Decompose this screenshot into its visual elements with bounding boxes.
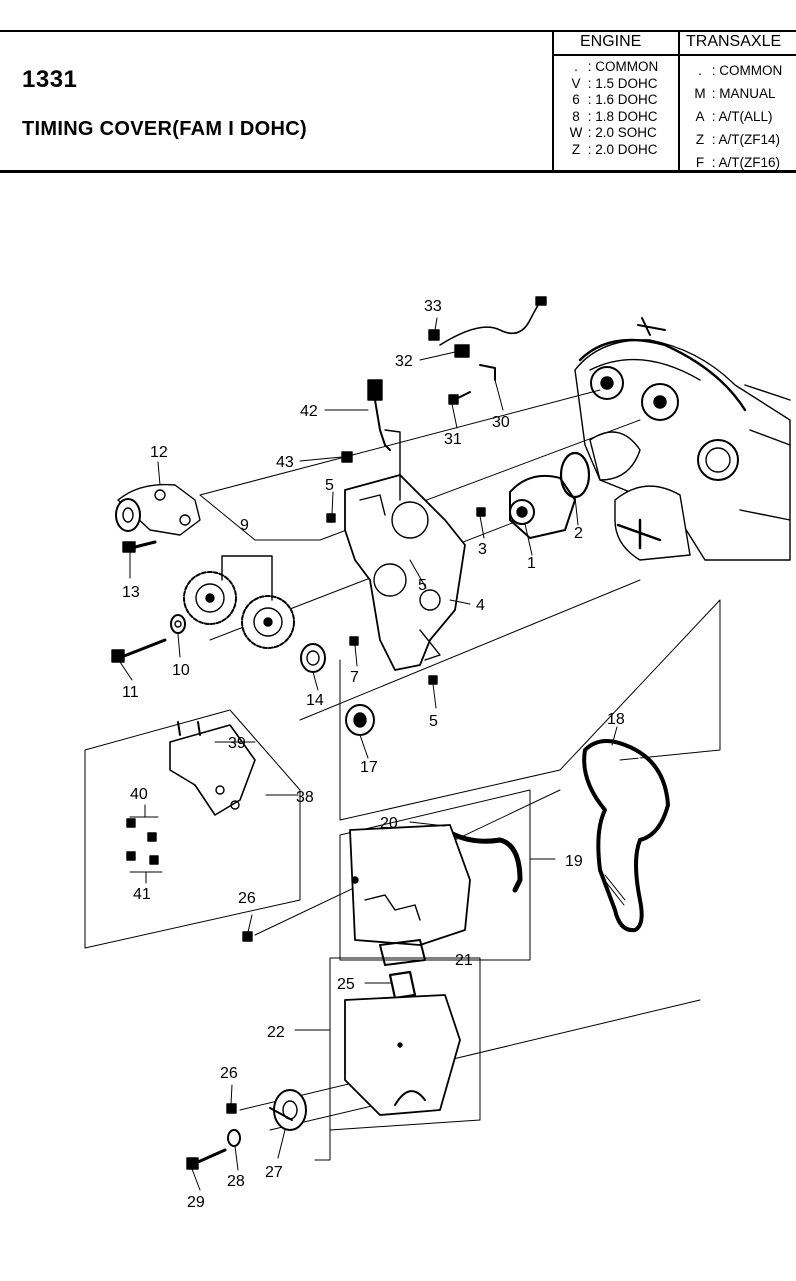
callout-29: 29 bbox=[187, 1194, 205, 1211]
callout-9: 9 bbox=[240, 517, 249, 534]
callout-40: 40 bbox=[130, 786, 148, 803]
callout-32: 32 bbox=[395, 353, 413, 370]
callout-22: 22 bbox=[267, 1024, 285, 1041]
engine-code-list: . : COMMON V : 1.5 DOHC 6 : 1.6 DOHC 8 :… bbox=[568, 59, 659, 158]
engine-code-row: . : COMMON bbox=[574, 59, 659, 74]
lower-timing-cover bbox=[344, 994, 461, 1116]
callout-38: 38 bbox=[296, 789, 314, 806]
cam-sensor-wire bbox=[428, 296, 547, 381]
header-top-rule bbox=[0, 30, 796, 32]
transaxle-code-row: . : COMMON bbox=[698, 63, 783, 78]
callout-17: 17 bbox=[360, 759, 378, 776]
callout-14: 14 bbox=[306, 692, 324, 709]
bolt-43 bbox=[341, 451, 353, 463]
pump-gasket bbox=[559, 451, 591, 499]
callout-4: 4 bbox=[476, 597, 485, 614]
callout-43: 43 bbox=[276, 454, 294, 471]
callout-19: 19 bbox=[565, 853, 583, 870]
washer-28 bbox=[227, 1129, 241, 1147]
water-pump bbox=[509, 474, 576, 539]
code-legend: ENGINE TRANSAXLE . : COMMON V : 1.5 DOHC… bbox=[552, 30, 796, 170]
callout-26-upper: 26 bbox=[238, 890, 256, 907]
transaxle-code-row: A : A/T(ALL) bbox=[695, 109, 773, 124]
engine-block bbox=[574, 317, 791, 561]
transaxle-code-row: Z : A/T(ZF14) bbox=[695, 132, 781, 147]
bolt-29 bbox=[186, 1148, 227, 1170]
sensor-bracket-42 bbox=[367, 379, 401, 501]
bracket-38-assembly bbox=[169, 721, 256, 816]
callout-3: 3 bbox=[478, 541, 487, 558]
sheet-title: TIMING COVER(FAM I DOHC) bbox=[22, 118, 307, 140]
transaxle-code-row: M : MANUAL bbox=[694, 86, 776, 101]
engine-code-row: W : 2.0 SOHC bbox=[569, 125, 657, 140]
upper-timing-cover bbox=[349, 824, 471, 946]
callout-42: 42 bbox=[300, 403, 318, 420]
bolt-11 bbox=[111, 638, 167, 663]
transaxle-code-list: . : COMMON M : MANUAL A : A/T(ALL) Z : A… bbox=[692, 59, 782, 174]
callout-5-lower: 5 bbox=[429, 713, 438, 730]
callout-20: 20 bbox=[380, 815, 398, 832]
callout-28: 28 bbox=[227, 1173, 245, 1190]
engine-code-row: Z : 2.0 DOHC bbox=[571, 141, 658, 157]
callout-31: 31 bbox=[444, 431, 462, 448]
callout-21: 21 bbox=[455, 952, 473, 969]
diagram-canvas: 1 2 3 4 5 5 5 7 9 10 11 12 13 14 17 18 1… bbox=[84, 296, 791, 1211]
engine-code-row: 6 : 1.6 DOHC bbox=[572, 92, 658, 107]
callout-labels: 1 2 3 4 5 5 5 7 9 10 11 12 13 14 17 18 1… bbox=[122, 298, 625, 1211]
engine-code-row: 8 : 1.8 DOHC bbox=[572, 108, 658, 124]
sheet-number: 1331 bbox=[22, 66, 78, 93]
timing-belt bbox=[582, 739, 670, 933]
callout-1: 1 bbox=[527, 555, 536, 572]
engine-header: ENGINE bbox=[580, 33, 642, 50]
callout-10: 10 bbox=[172, 662, 190, 679]
camshaft-sprockets bbox=[183, 555, 295, 649]
callout-13: 13 bbox=[122, 584, 140, 601]
washer-10 bbox=[170, 614, 186, 634]
cover-gaskets bbox=[379, 939, 426, 1000]
callout-11: 11 bbox=[122, 684, 139, 701]
callout-41: 41 bbox=[133, 886, 151, 903]
transaxle-header: TRANSAXLE bbox=[686, 33, 782, 50]
callout-26-lower: 26 bbox=[220, 1065, 238, 1082]
legend-divider bbox=[678, 30, 680, 170]
bolts-26 bbox=[226, 931, 253, 1114]
transaxle-code-row: F : A/T(ZF16) bbox=[695, 155, 781, 170]
rear-timing-cover bbox=[344, 474, 466, 671]
callout-7: 7 bbox=[350, 669, 359, 686]
sheet-header: 1331 TIMING COVER(FAM I DOHC) ENGINE TRA… bbox=[0, 0, 796, 175]
tensioner-pulley bbox=[115, 483, 201, 536]
callout-25: 25 bbox=[337, 976, 355, 993]
idler-pulley-17 bbox=[345, 704, 375, 736]
crank-sprocket-27 bbox=[269, 1089, 307, 1131]
bolt-31 bbox=[448, 391, 471, 405]
header-bottom-rule bbox=[0, 170, 796, 173]
exploded-parts-diagram: 1 2 3 4 5 5 5 7 9 10 11 12 13 14 17 18 1… bbox=[0, 175, 796, 1276]
callout-5-upper: 5 bbox=[325, 477, 334, 494]
bolt-13 bbox=[122, 540, 157, 553]
legend-header-rule bbox=[554, 54, 796, 56]
small-bolts bbox=[326, 507, 486, 685]
callout-33: 33 bbox=[424, 298, 442, 315]
callout-18: 18 bbox=[607, 711, 625, 728]
callout-leaders bbox=[119, 317, 618, 1191]
callout-2: 2 bbox=[574, 525, 583, 542]
callout-27: 27 bbox=[265, 1164, 283, 1181]
callout-5-middle: 5 bbox=[418, 577, 427, 594]
callout-12: 12 bbox=[150, 444, 168, 461]
engine-code-row: V : 1.5 DOHC bbox=[571, 75, 658, 91]
callout-39: 39 bbox=[228, 735, 246, 752]
idler-pulley-14 bbox=[300, 643, 326, 673]
bolts-40-41 bbox=[126, 818, 159, 865]
callout-30: 30 bbox=[492, 414, 510, 431]
